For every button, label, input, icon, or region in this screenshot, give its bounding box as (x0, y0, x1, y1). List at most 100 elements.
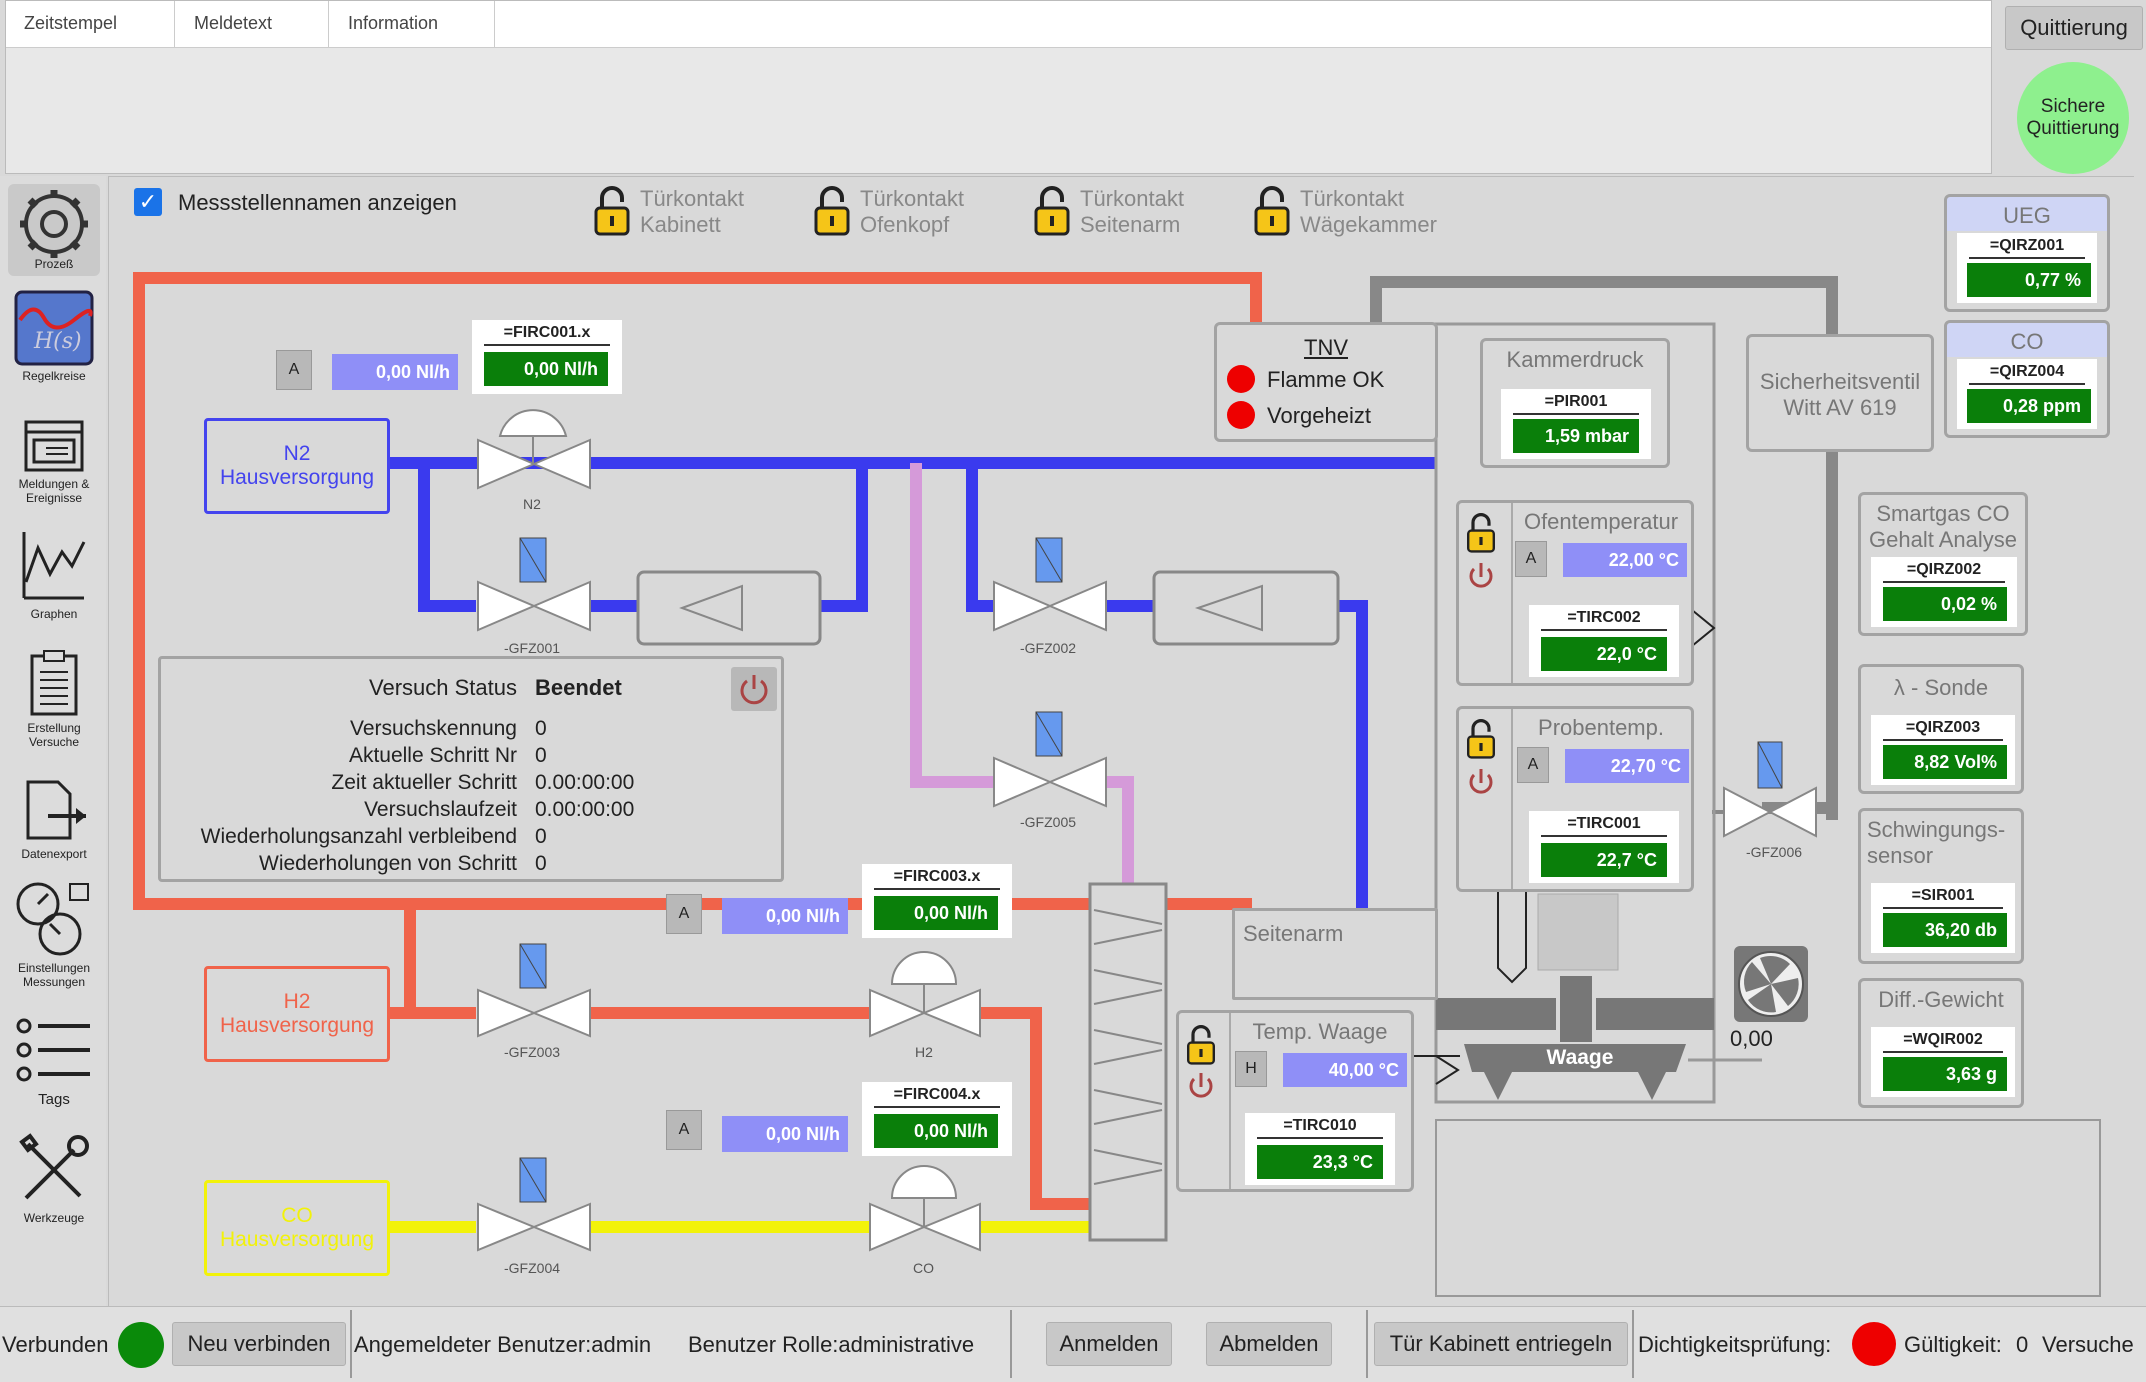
co-supply-sub: Hausversorgung (219, 1228, 375, 1251)
col-meldetext[interactable]: Meldetext (194, 13, 273, 33)
schwingung-tag: =SIR001 (1911, 887, 1975, 904)
logout-button[interactable]: Abmelden (1206, 1322, 1332, 1366)
lock-open-icon (1467, 719, 1495, 759)
co-mode-button[interactable]: A (666, 1110, 702, 1150)
door-label-1: Türkontakt (1300, 186, 1404, 211)
ofentemp-value: 22,0 °C (1541, 637, 1667, 671)
show-names-checkbox[interactable]: ✓ (134, 188, 162, 216)
waage-label: Waage (1546, 1046, 1614, 1069)
kammerdruck-tag-box: =PIR001 1,59 mbar (1501, 389, 1651, 459)
sidebar-item-einstellungen[interactable]: Einstellungen Messungen (8, 878, 100, 989)
safe-ack-button[interactable]: Sichere Quittierung (2017, 62, 2129, 174)
sidebar-label: Tags (38, 1091, 70, 1108)
lock-open-icon (814, 186, 850, 236)
diffgewicht-tag-box: =WQIR002 3,63 g (1871, 1027, 2015, 1097)
col-information[interactable]: Information (348, 13, 439, 33)
sidebar-item-werkzeuge[interactable]: Werkzeuge (8, 1132, 100, 1232)
schwingung-panel: Schwingungs- sensor =SIR001 36,20 db (1858, 808, 2024, 964)
row-value: 0 (535, 717, 547, 740)
sidebar-item-meldungen[interactable]: Meldungen & Ereignisse (8, 418, 100, 518)
ofentemp-tag-box: =TIRC002 22,0 °C (1529, 605, 1679, 677)
ofentemp-mode-button[interactable]: A (1515, 541, 1547, 577)
versuch-power-button[interactable] (731, 667, 777, 711)
row-value: 0 (535, 744, 547, 767)
row-key: Aktuelle Schritt Nr (348, 744, 517, 767)
divider (1010, 1310, 1012, 1378)
valve-label-gfz006: -GFZ006 (1746, 844, 1803, 860)
n2-mode-button[interactable]: A (276, 350, 312, 390)
valve-label-gfz005: -GFZ005 (1020, 814, 1077, 830)
divider (484, 344, 610, 346)
seitenarm-panel: Seitenarm (1232, 908, 1438, 1000)
power-icon[interactable] (1465, 559, 1497, 593)
quittierung-button[interactable]: Quittierung (2005, 6, 2143, 50)
lock-open-icon (1254, 186, 1290, 236)
smartgas-value: 0,02 % (1883, 587, 2007, 621)
safe-ack-label-2: Quittierung (2026, 118, 2120, 139)
n2-setpoint[interactable]: 0,00 Nl/h (332, 354, 458, 390)
divider (1883, 739, 2003, 741)
co-setpoint[interactable]: 0,00 Nl/h (722, 1116, 848, 1152)
reconnect-button[interactable]: Neu verbinden (172, 1322, 346, 1366)
lock-open-icon (1467, 513, 1495, 553)
sidebar-item-graphen[interactable]: Graphen (8, 528, 100, 621)
user-label: Angemeldeter Benutzer:admin (354, 1332, 652, 1357)
row-key: Zeit aktueller Schritt (331, 771, 517, 794)
door-label-1: Türkontakt (860, 186, 964, 211)
divider (1969, 257, 2085, 259)
door-label-2: Wägekammer (1300, 212, 1437, 237)
sidebar-item-regelkreise[interactable]: H(s) Regelkreise (8, 290, 100, 383)
ofentemp-setpoint[interactable]: 22,00 °C (1563, 543, 1687, 577)
versuch-status-value: Beendet (535, 675, 622, 700)
valve-label-gfz002: -GFZ002 (1020, 640, 1077, 656)
door-label-1: Türkontakt (1080, 186, 1184, 211)
show-names-label: Messstellennamen anzeigen (178, 190, 457, 215)
tools-icon (19, 1133, 89, 1200)
svg-text:H(s): H(s) (33, 329, 82, 354)
sidebar-item-tags[interactable]: Tags (8, 1012, 100, 1112)
tempwaage-panel: Temp. Waage H 40,00 °C =TIRC010 23,3 °C (1176, 1010, 1414, 1192)
col-zeitstempel[interactable]: Zeitstempel (24, 13, 118, 33)
alarm-table[interactable]: Zeitstempel Meldetext Information (5, 0, 1992, 174)
sidebar-item-erstellung[interactable]: Erstellung Versuche (8, 648, 100, 749)
lambda-value: 8,82 Vol% (1883, 745, 2007, 779)
tempwaage-setpoint[interactable]: 40,00 °C (1283, 1053, 1407, 1087)
row-value: 0.00:00:00 (535, 798, 635, 821)
login-button[interactable]: Anmelden (1046, 1322, 1172, 1366)
power-icon[interactable] (1465, 765, 1497, 799)
power-icon[interactable] (1185, 1069, 1217, 1103)
sidebar-item-prozess[interactable]: Prozeß (8, 184, 100, 276)
co-tag-box: =FIRC004.x 0,00 Nl/h (862, 1082, 1012, 1156)
divider (350, 1310, 352, 1378)
h2-mode-button[interactable]: A (666, 894, 702, 934)
sicherheitsventil-label-2: Witt AV 619 (1783, 395, 1897, 420)
ueg-title: UEG (2003, 203, 2051, 228)
unlock-cabinet-button[interactable]: Tür Kabinett entriegeln (1374, 1322, 1628, 1366)
probentemp-panel: Probentemp. A 22,70 °C =TIRC001 22,7 °C (1456, 706, 1694, 892)
lambda-title: λ - Sonde (1893, 675, 1989, 700)
probentemp-setpoint[interactable]: 22,70 °C (1565, 749, 1689, 783)
sidebar-item-datenexport[interactable]: Datenexport (8, 778, 100, 861)
ueg-tag-box: =QIRZ001 0,77 % (1957, 233, 2097, 303)
smartgas-tag-box: =QIRZ002 0,02 % (1871, 557, 2017, 627)
ueg-panel: UEG =QIRZ001 0,77 % (1944, 194, 2110, 312)
graph-icon (22, 532, 86, 600)
valve-label-gfz004: -GFZ004 (504, 1260, 561, 1276)
probentemp-mode-button[interactable]: A (1517, 747, 1549, 783)
h2-supply-label: H2 (283, 990, 311, 1013)
diffgewicht-title: Diff.-Gewicht (1878, 987, 2004, 1012)
divider (1541, 629, 1667, 631)
gauge-icon (16, 882, 89, 956)
h2-setpoint[interactable]: 0,00 Nl/h (722, 898, 848, 934)
tempwaage-mode-button[interactable]: H (1235, 1051, 1267, 1087)
lambda-tag: =QIRZ003 (1905, 719, 1981, 736)
divider (1513, 413, 1639, 415)
gear-icon (20, 190, 88, 258)
valve-label-gfz003: -GFZ003 (504, 1044, 561, 1060)
messages-icon (24, 420, 84, 472)
